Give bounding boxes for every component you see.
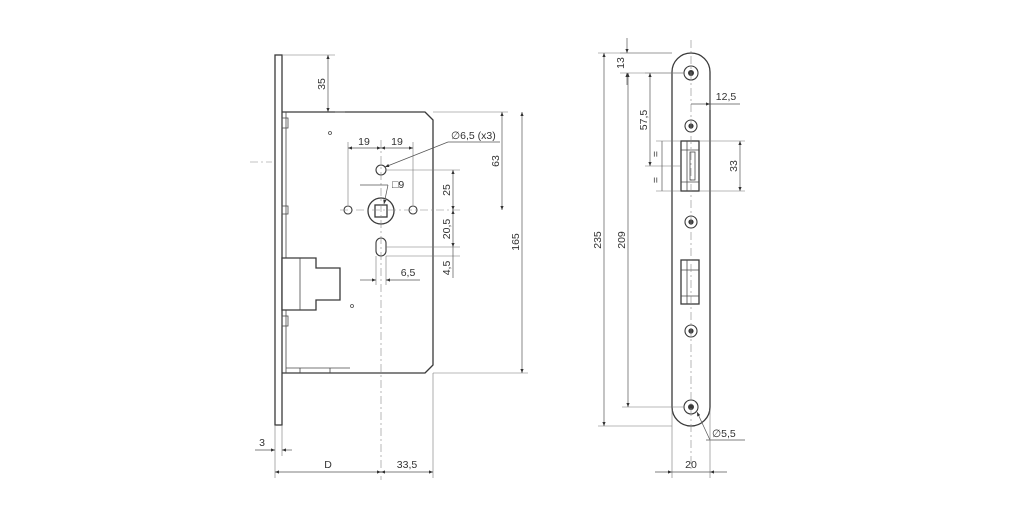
dim-13: 13 bbox=[615, 57, 627, 69]
bolt-opening bbox=[680, 259, 700, 305]
dim-63: 63 bbox=[490, 155, 502, 167]
side-view: 35 19 19 ∅6,5 (x3) □9 25 20,5 4,5 bbox=[250, 54, 528, 480]
dim-eq-bottom: = bbox=[650, 177, 662, 183]
dim-3: 3 bbox=[259, 437, 265, 449]
dim-209: 209 bbox=[616, 231, 628, 249]
dim-235: 235 bbox=[592, 231, 604, 249]
dim-20: 20 bbox=[685, 459, 697, 471]
dim-35: 35 bbox=[316, 78, 328, 90]
dim-33-5: 33,5 bbox=[397, 459, 418, 471]
dim-19-left: 19 bbox=[358, 136, 370, 148]
lock-case-body bbox=[282, 111, 434, 374]
dim-33: 33 bbox=[728, 160, 740, 172]
faceplate-side bbox=[274, 54, 283, 426]
dim-spindle-square: □9 bbox=[392, 179, 404, 191]
dim-screw-hole: ∅6,5 (x3) bbox=[451, 130, 496, 142]
dim-12-5: 12,5 bbox=[716, 91, 737, 103]
case-details bbox=[281, 112, 354, 373]
latch-opening bbox=[680, 140, 700, 192]
dim-d: D bbox=[324, 459, 332, 471]
dim-19-right: 19 bbox=[391, 136, 403, 148]
faceplate-front bbox=[671, 52, 711, 427]
latch-bolt bbox=[281, 257, 341, 311]
dim-57-5: 57,5 bbox=[638, 110, 650, 131]
front-view: 13 12,5 57,5 = = 33 209 235 ∅5, bbox=[592, 38, 745, 478]
dim-20-5: 20,5 bbox=[441, 219, 453, 240]
dim-165: 165 bbox=[510, 233, 522, 251]
dim-4-5: 4,5 bbox=[441, 261, 453, 276]
dim-eq-top: = bbox=[650, 151, 662, 157]
dim-hole-5-5: ∅5,5 bbox=[712, 428, 736, 440]
dim-6-5: 6,5 bbox=[401, 267, 416, 279]
dim-25: 25 bbox=[441, 184, 453, 196]
